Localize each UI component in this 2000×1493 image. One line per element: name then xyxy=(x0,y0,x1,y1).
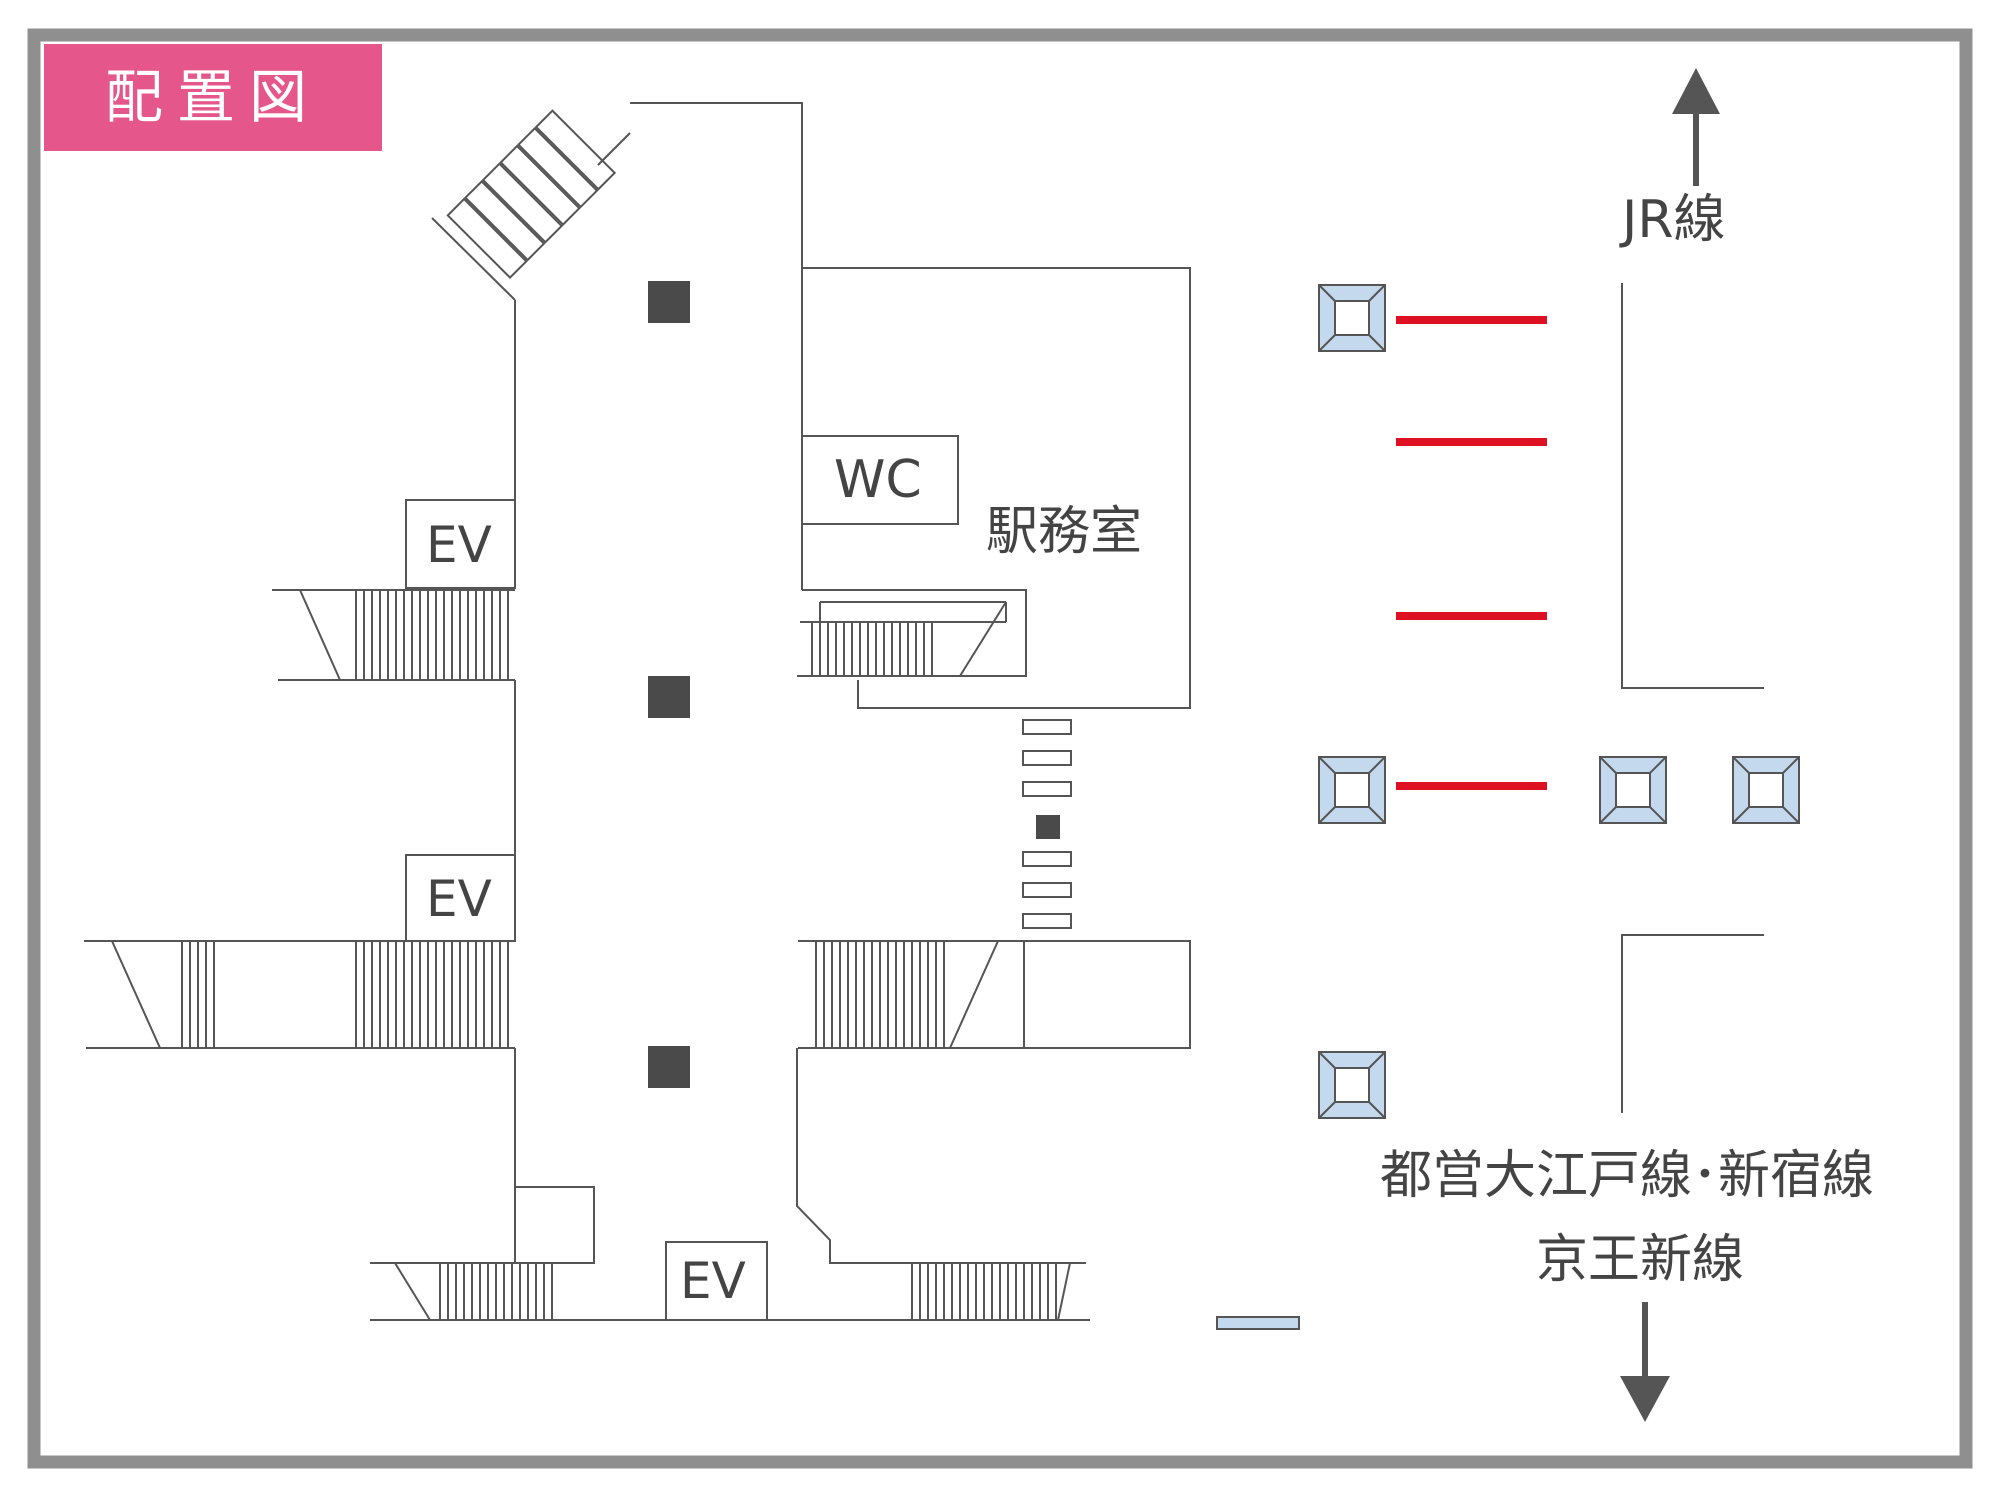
wc-label: WC xyxy=(834,450,922,510)
subway-lines-label: 都営大江戸線･新宿線 xyxy=(1380,1146,1875,1206)
ticket-gates xyxy=(1318,284,1800,1119)
gate-slots xyxy=(1022,719,1072,929)
ticket-gate xyxy=(1318,756,1386,824)
wc-room xyxy=(801,435,959,525)
stairs-bottom xyxy=(370,1262,1071,1321)
pillar xyxy=(1036,815,1060,839)
ev-box-middle xyxy=(405,854,516,942)
pillar xyxy=(648,676,690,718)
stairs-right-upper xyxy=(797,589,1027,677)
ticket-gate xyxy=(1599,756,1667,824)
ev-box-bottom xyxy=(665,1241,768,1321)
stairs-diagonal-top xyxy=(431,109,631,301)
ticket-gate xyxy=(1318,284,1386,352)
pillar xyxy=(648,1046,690,1088)
ev-label-bottom: EV xyxy=(680,1252,746,1310)
stairs-left-middle xyxy=(84,940,515,1049)
passage-walls xyxy=(1621,283,1764,1113)
elevator-boxes xyxy=(405,499,768,1321)
ev-label-middle: EV xyxy=(426,870,492,928)
stairs-left-upper xyxy=(272,589,515,681)
keio-line-label: 京王新線 xyxy=(1536,1230,1745,1290)
pillars xyxy=(648,281,1060,1088)
ev-label-upper: EV xyxy=(426,516,492,574)
page-title: 配置図 xyxy=(104,63,321,131)
arrow-up-icon xyxy=(1672,68,1720,186)
map-frame xyxy=(27,28,1973,1469)
station-office-label: 駅務室 xyxy=(986,502,1143,562)
gate-bars xyxy=(1396,316,1547,790)
pillar xyxy=(648,281,690,323)
storage-box xyxy=(514,1186,595,1264)
jr-line-label: JR線 xyxy=(1622,190,1726,250)
arrow-down-icon xyxy=(1620,1302,1670,1422)
ev-box-upper xyxy=(405,499,516,589)
ticket-gate xyxy=(1732,756,1800,824)
stairs-right-middle xyxy=(798,940,1190,1049)
title-tab: 配置図 xyxy=(44,44,382,151)
ticket-gate xyxy=(1318,1051,1386,1119)
small-gate-bar xyxy=(1216,1316,1300,1330)
